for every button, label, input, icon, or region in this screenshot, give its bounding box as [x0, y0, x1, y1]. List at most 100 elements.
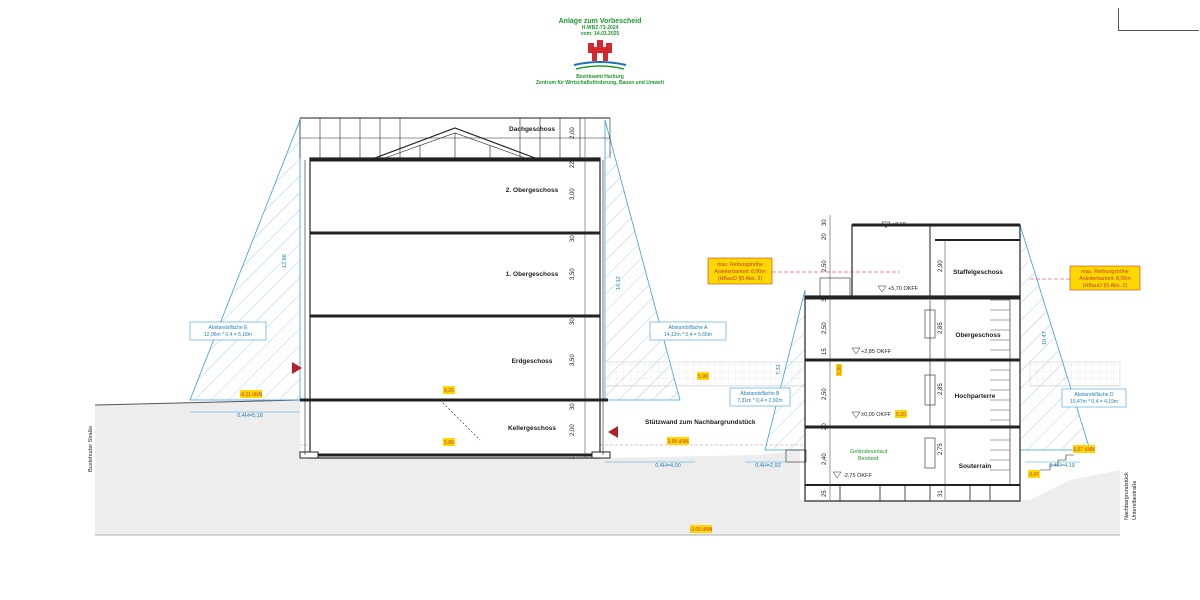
- hamburg-crest-icon: [573, 40, 627, 70]
- dim-left-1: 22: [570, 161, 576, 168]
- dim-right-8: 2,40: [822, 453, 828, 465]
- dim-left-7: 30: [570, 403, 576, 410]
- right-dimension-labels: 30 20 2,50 30 2,50 15 2,50 20 2,40 25 2,…: [822, 219, 944, 497]
- dim-left-8: 2,00: [570, 424, 576, 436]
- height-tag-1: 6,26: [444, 388, 454, 394]
- left-floor-labels: Dachgeschoss 2. Obergeschoss 1. Obergesc…: [506, 126, 559, 432]
- dim-right-3: 30: [822, 295, 828, 302]
- dim-right-2: 2,50: [822, 260, 828, 272]
- dim-right-inner-1: 2,85: [938, 322, 944, 334]
- dim-right-6: 2,50: [822, 388, 828, 400]
- height-tag-2: 5,86: [444, 440, 454, 446]
- dim-left-2: 3,00: [570, 188, 576, 200]
- neighbor-label-1: Nachbargrundstück: [1124, 472, 1130, 520]
- dim-right-7: 20: [822, 423, 828, 430]
- red-triangle-icon: [292, 362, 302, 374]
- hatch-e-height: 12,96: [282, 254, 288, 268]
- right-floor-labels: Staffelgeschoss Obergeschoss Hochparterr…: [953, 269, 1003, 470]
- right-dimension-chain: [829, 215, 946, 500]
- bottom-d: 0,4H=4,19: [1049, 463, 1075, 469]
- terrain-label-2: Bestand: [858, 456, 878, 462]
- stamp-title: Anlage zum Vorbescheid: [558, 18, 642, 25]
- bottom-e: 0,4H=5,18: [237, 413, 263, 419]
- height-tags: -0,11 üNN 6,26 5,86 5,90 3,95 üNN 5,90 5…: [240, 364, 1095, 533]
- left-dimension-labels: 2,00 22 3,00 30 3,50 30 3,50 30 2,00 12: [570, 127, 576, 460]
- bottom-distance-dims: 0,4H=5,18 0,4H=4,00 0,4H=2,92 0,4H=4,19: [190, 411, 1080, 469]
- hatch-a-height: 14,12: [616, 276, 622, 290]
- bottom-a: 0,4H=4,00: [655, 463, 681, 469]
- level-top: +8,60: [892, 222, 906, 228]
- rescue-left-line-0: max. Rettungshöhe: [717, 262, 763, 268]
- approval-stamp: Anlage zum Vorbescheid H-WBZ-73-2024 vom…: [520, 18, 680, 86]
- dim-right-inner-4: 31: [938, 490, 944, 497]
- stamp-department: Zentrum für Wirtschaftsförderung, Bauen …: [535, 80, 664, 86]
- height-tag-9: -3,00 üNN: [690, 527, 713, 533]
- dim-right-1: 20: [822, 233, 828, 240]
- right-building: [785, 223, 1074, 502]
- stamp-date: vom: 14.03.2025: [580, 31, 620, 37]
- dim-left-6: 3,50: [570, 354, 576, 366]
- height-tag-0: -0,11 üNN: [240, 392, 263, 398]
- rescue-right-line-1: Anleiterbarkeit: 8,00m: [1079, 276, 1131, 282]
- title-block-corner: [1118, 8, 1199, 31]
- hatch-vertical-labels: 12,96 14,12 10,47 7,31: [282, 254, 1048, 375]
- area-d-title: Abstandsfläche D: [1074, 392, 1114, 398]
- level-markers: +8,60 +5,70 OKFF +2,85 OKFF ±0,00 OKFF -…: [832, 221, 919, 479]
- area-a-calc: 14,12m * 0,4 = 5,65m: [664, 332, 712, 338]
- level-og: +2,85 OKFF: [861, 349, 892, 355]
- stamp-authority: Bezirksamt Harburg: [576, 74, 624, 80]
- street-label: Buxtehuder Straße: [88, 426, 94, 472]
- dim-right-0: 30: [822, 219, 828, 226]
- area-box-a: Abstandsfläche A 14,12m * 0,4 = 5,65m: [649, 321, 727, 341]
- floor-eg: Erdgeschoss: [512, 358, 553, 365]
- dim-right-inner-3: 2,75: [938, 443, 944, 455]
- hatch-d-height: 10,47: [1042, 331, 1048, 345]
- area-e-calc: 12,96m * 0,4 = 5,18m: [204, 332, 252, 338]
- bottom-b: 0,4H=2,92: [755, 463, 781, 469]
- red-triangle-icon: [608, 426, 618, 438]
- height-tag-5: 5,90: [837, 365, 843, 375]
- area-b-title: Abstandsfläche B: [741, 391, 781, 397]
- rescue-box-left: max. Rettungshöhe Anleiterbarkeit: 8,00m…: [707, 257, 773, 285]
- level-sout: -2,75 OKFF: [843, 473, 872, 479]
- terrain-label-1: Geländeverlauf: [850, 449, 888, 455]
- distance-area-a: [604, 119, 681, 401]
- floor-2-og: 2. Obergeschoss: [506, 187, 559, 194]
- dim-left-5: 30: [570, 318, 576, 325]
- rescue-left-line-1: Anleiterbarkeit: 8,00m: [714, 269, 766, 275]
- area-d-calc: 10,47m * 0,4 = 4,19m: [1070, 399, 1118, 405]
- dim-right-9: 25: [822, 490, 828, 497]
- floor-dachgeschoss: Dachgeschoss: [509, 126, 555, 133]
- floor-obergeschoss: Obergeschoss: [955, 332, 1001, 339]
- dim-right-5: 15: [822, 348, 828, 355]
- dim-left-9: 12: [570, 453, 576, 460]
- floor-1-og: 1. Obergeschoss: [506, 271, 559, 278]
- rescue-right-line-2: (HBauO §5 Abs. 2): [1083, 283, 1128, 289]
- dim-left-4: 3,50: [570, 268, 576, 280]
- level-hp: ±0,00 OKFF: [861, 412, 892, 418]
- area-box-d: Abstandsfläche D 10,47m * 0,4 = 4,19m: [1061, 388, 1127, 408]
- dim-right-inner-2: 2,85: [938, 383, 944, 395]
- height-tag-6: 5,20: [896, 412, 906, 418]
- retaining-wall-label: Stützwand zum Nachbargrundstück: [645, 419, 756, 426]
- left-building: [299, 117, 611, 459]
- rescue-box-right: max. Rethungshöhe Anleiterbarkeit: 8,00m…: [1069, 265, 1141, 291]
- rescue-left-line-2: (HBauO §5 Abs. 2): [718, 276, 763, 282]
- hatch-b-height: 7,31: [776, 364, 782, 375]
- floor-kg: Kellergeschoss: [508, 425, 556, 432]
- area-a-title: Abstandsfläche A: [669, 325, 708, 331]
- rescue-right-line-0: max. Rethungshöhe: [1081, 269, 1128, 275]
- area-e-title: Abstandsfläche E: [209, 325, 249, 331]
- height-tag-4: 3,95 üNN: [667, 439, 689, 445]
- height-tag-3: 5,90: [698, 374, 708, 380]
- height-tag-8: 3,47: [1029, 472, 1039, 478]
- area-box-b: Abstandsfläche B 7,31m * 0,4 = 2,92m: [729, 387, 791, 407]
- stamp-file-number: H-WBZ-73-2024: [581, 25, 619, 31]
- dim-left-0: 2,00: [570, 127, 576, 139]
- site-labels: Stützwand zum Nachbargrundstück Geländev…: [88, 419, 1138, 520]
- dim-left-3: 30: [570, 235, 576, 242]
- floor-staffelgeschoss: Staffelgeschoss: [953, 269, 1003, 276]
- terrain-line: [94, 399, 301, 406]
- neighbor-label-2: Unterelbestraße: [1132, 481, 1138, 520]
- floor-hochparterre: Hochparterre: [955, 393, 996, 400]
